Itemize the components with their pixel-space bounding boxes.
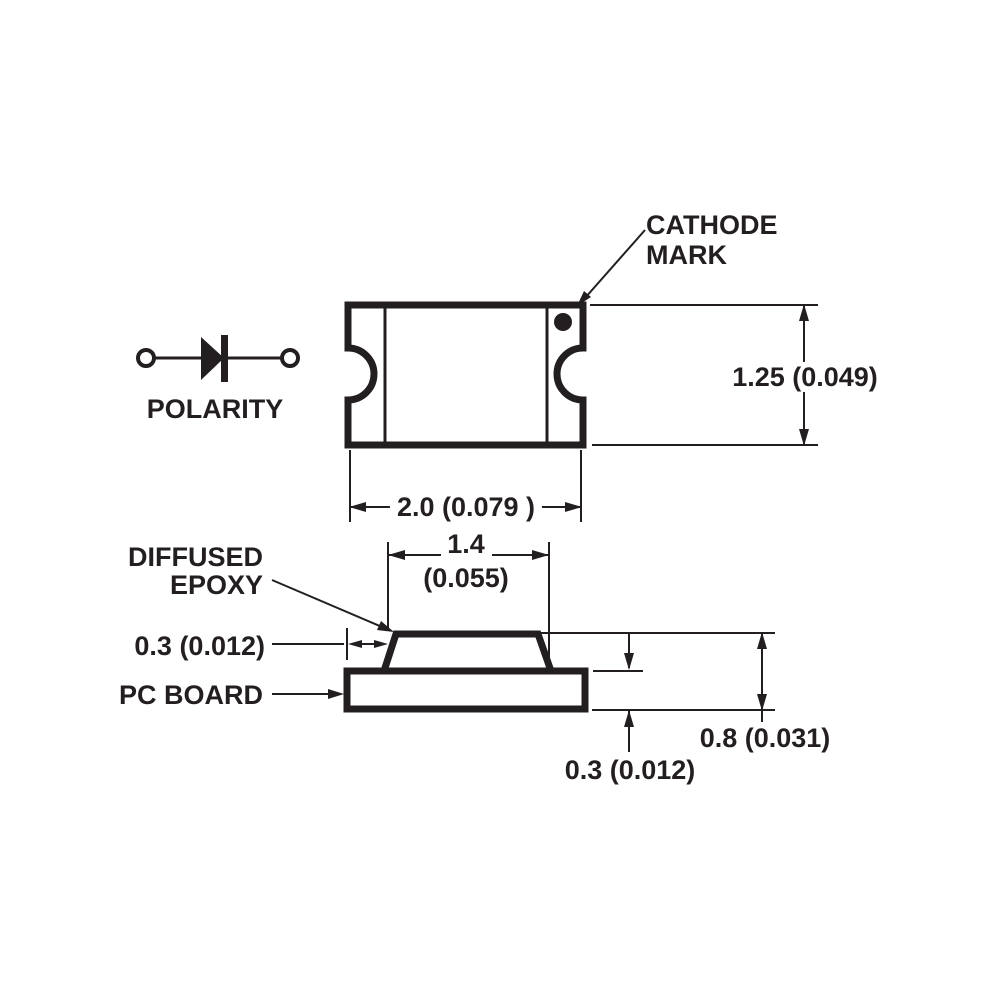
chip-height-dimension: 1.25 (0.049) xyxy=(725,362,885,392)
arrowhead-total-height-up xyxy=(757,632,767,649)
arrowhead-chip-height-down xyxy=(799,429,809,446)
polarity-label: POLARITY xyxy=(146,394,284,424)
epoxy-width-dimension-mm: 1.4 xyxy=(447,529,485,559)
leader-diffused-epoxy xyxy=(271,579,383,628)
diffused-epoxy-side-view xyxy=(379,630,556,675)
diode-terminal-left xyxy=(136,348,156,368)
diffused-epoxy-label-line1: DIFFUSED xyxy=(128,542,263,572)
arrowhead-chip-height-up xyxy=(799,304,809,321)
pc-board-label: PC BOARD xyxy=(118,680,263,710)
epoxy-width-dimension-in: (0.055) xyxy=(423,563,509,593)
arrowhead-board-thickness-down xyxy=(624,653,634,670)
cathode-mark-label-line2: MARK xyxy=(646,240,727,270)
cathode-mark-label: CATHODE MARK xyxy=(646,210,778,270)
leader-cathode-mark xyxy=(584,229,646,299)
arrowhead-cathode-leader xyxy=(577,291,591,306)
cathode-mark-label-line1: CATHODE xyxy=(646,210,778,240)
arrowhead-board-thickness-up xyxy=(624,710,634,727)
diode-cathode-bar xyxy=(221,335,228,382)
diode-terminal-right xyxy=(280,348,300,368)
arrowhead-edge-offset-left xyxy=(348,640,362,648)
arrowhead-epoxy-leader xyxy=(377,621,394,632)
arrowhead-edge-offset-right xyxy=(374,640,388,648)
arrowhead-chip-width-right xyxy=(565,502,582,512)
arrowhead-chip-width-left xyxy=(349,502,366,512)
arrowhead-total-height-down xyxy=(757,694,767,711)
diffused-epoxy-label-line2: EPOXY xyxy=(169,570,263,600)
diffused-epoxy-label: DIFFUSED EPOXY xyxy=(128,543,263,599)
edge-offset-dimension: 0.3 (0.012) xyxy=(134,631,265,661)
arrowhead-epoxy-width-right xyxy=(532,550,549,560)
pc-board-rect xyxy=(343,667,589,713)
chip-width-dimension: 2.0 (0.079 ) xyxy=(389,492,543,522)
arrowhead-epoxy-width-left xyxy=(388,550,405,560)
diode-triangle xyxy=(201,337,224,380)
chip-top-view-outline xyxy=(344,301,587,449)
total-height-dimension: 0.8 (0.031) xyxy=(699,723,831,753)
board-thickness-dimension: 0.3 (0.012) xyxy=(564,755,696,785)
cathode-mark-dot xyxy=(554,313,572,331)
arrowhead-pc-board-leader xyxy=(328,689,344,699)
diode-polarity-symbol xyxy=(136,335,300,382)
